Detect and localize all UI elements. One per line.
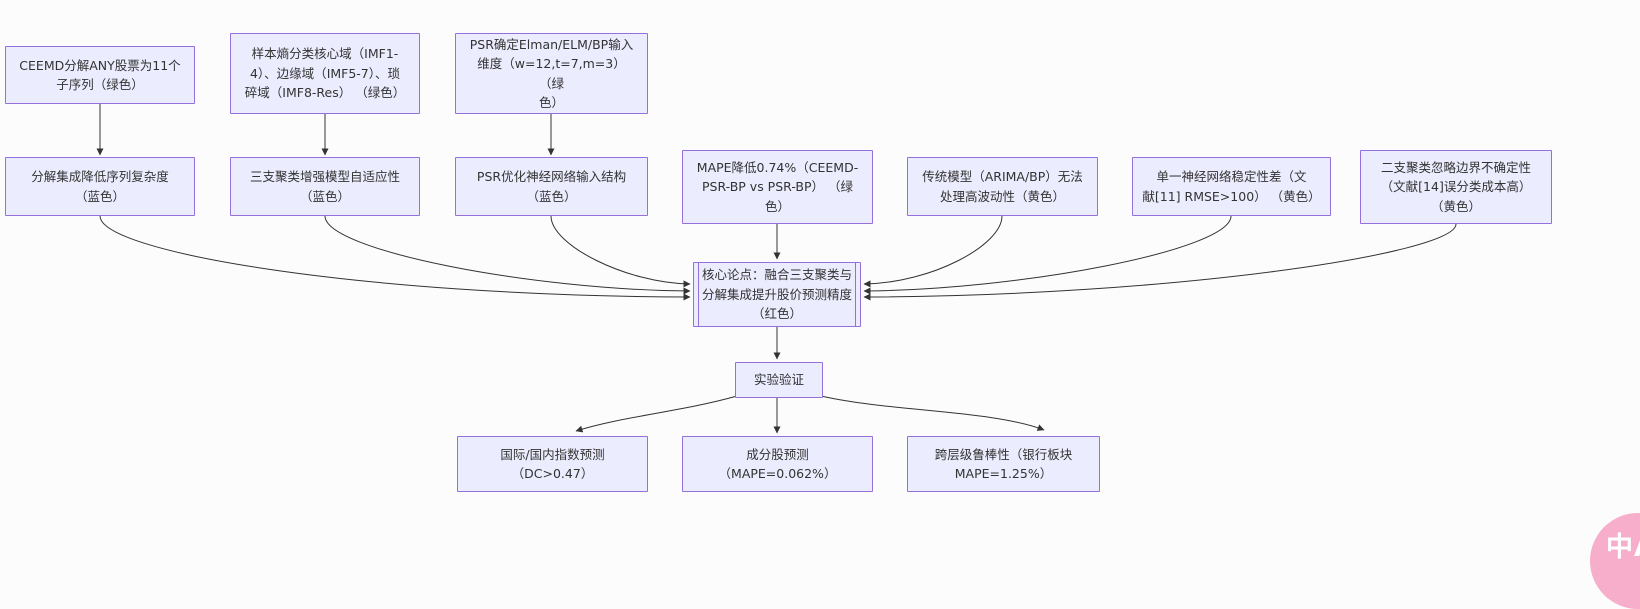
translate-icon: 中A [1606,532,1640,563]
node-single-nn: 单一神经网络稳定性差（文 献[11] RMSE>100） （黄色） [1132,157,1331,216]
node-component-pred-label: 成分股预测 （MAPE=0.062%） [718,446,837,481]
node-core-thesis-label: 核心论点：融合三支聚类与 分解集成提升股价预测精度 （红色） [702,267,853,322]
node-index-pred: 国际/国内指数预测 （DC>0.47） [457,436,648,492]
node-robustness-label: 跨层级鲁棒性（银行板块 MAPE=1.25%） [934,446,1073,481]
node-experiment-label: 实验验证 [753,372,804,388]
node-sample-entropy-label: 样本熵分类核心域（IMF1- 4）、边缘域（IMF5-7）、琐 碎域（IMF8-… [244,46,406,101]
edge-layer [96,104,1457,434]
edge-singlenn-core [863,215,1232,295]
node-psr-opt: PSR优化神经网络输入结构 （蓝色） [455,157,648,216]
node-core-thesis: 核心论点：融合三支聚类与 分解集成提升股价预测精度 （红色） [693,262,861,327]
node-three-way-label: 三支聚类增强模型自适应性 （蓝色） [249,169,400,204]
node-sample-entropy: 样本熵分类核心域（IMF1- 4）、边缘域（IMF5-7）、琐 碎域（IMF8-… [230,33,420,114]
node-psr-input-label: PSR确定Elman/ELM/BP输入 维度（w=12,t=7,m=3） （绿 … [469,36,634,110]
node-psr-input: PSR确定Elman/ELM/BP输入 维度（w=12,t=7,m=3） （绿 … [455,33,648,114]
node-mape-drop: MAPE降低0.74%（CEEMD- PSR-BP vs PSR-BP） （绿 … [682,150,873,224]
node-traditional-label: 传统模型（ARIMA/BP）无法 处理高波动性（黄色） [922,169,1083,204]
node-component-pred: 成分股预测 （MAPE=0.062%） [682,436,873,492]
edge-psropt-core [550,215,691,288]
edge-twoway-core [863,223,1457,301]
node-decomp: 分解集成降低序列复杂度 （蓝色） [5,157,195,216]
edge-experiment-robustness [820,395,1045,431]
flowchart-canvas: CEEMD分解ANY股票为11个 子序列（绿色） 样本熵分类核心域（IMF1- … [5,33,1640,609]
node-index-pred-label: 国际/国内指数预测 （DC>0.47） [500,446,605,481]
node-robustness: 跨层级鲁棒性（银行板块 MAPE=1.25%） [907,436,1100,492]
node-two-way-label: 二支聚类忽略边界不确定性 （文献[14]误分类成本高） （黄色） [1380,159,1532,214]
node-mape-drop-label: MAPE降低0.74%（CEEMD- PSR-BP vs PSR-BP） （绿 … [696,159,859,214]
edge-experiment-indexpred [575,395,738,433]
edge-decomp-core [99,215,691,301]
edge-threeway-core [324,215,691,295]
node-psr-opt-label: PSR优化神经网络输入结构 （蓝色） [476,169,627,204]
node-decomp-label: 分解集成降低序列复杂度 （蓝色） [31,169,169,204]
node-single-nn-label: 单一神经网络稳定性差（文 献[11] RMSE>100） （黄色） [1142,169,1321,204]
node-two-way: 二支聚类忽略边界不确定性 （文献[14]误分类成本高） （黄色） [1360,150,1552,224]
node-ceemd: CEEMD分解ANY股票为11个 子序列（绿色） [5,46,195,104]
node-traditional: 传统模型（ARIMA/BP）无法 处理高波动性（黄色） [907,157,1098,216]
node-experiment: 实验验证 [735,362,823,398]
node-three-way: 三支聚类增强模型自适应性 （蓝色） [230,157,420,216]
edge-traditional-core [863,215,1003,288]
node-ceemd-label: CEEMD分解ANY股票为11个 子序列（绿色） [19,57,181,92]
